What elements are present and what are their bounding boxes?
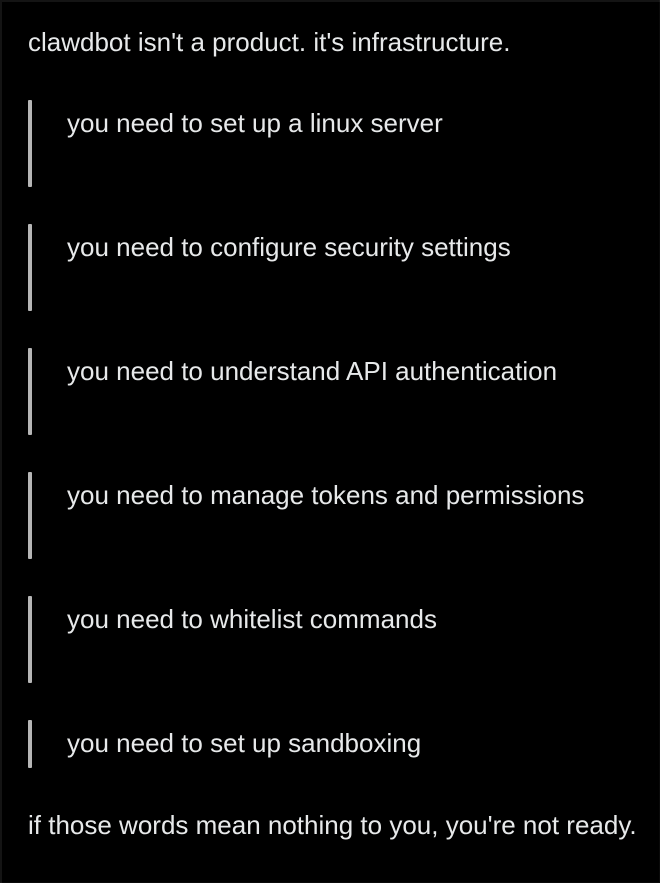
quote-bar — [28, 596, 32, 683]
blockquote: you need to whitelist commands — [28, 596, 640, 683]
quote-text: you need to set up sandboxing — [67, 728, 422, 758]
quote-bar — [28, 720, 32, 768]
quote-bar — [28, 348, 32, 435]
quote-bar — [28, 224, 32, 311]
blockquote: you need to set up sandboxing — [28, 720, 640, 768]
quote-bar — [28, 100, 32, 187]
quote-text: you need to set up a linux server — [67, 108, 443, 138]
quote-bar — [28, 472, 32, 559]
post-title: clawdbot isn't a product. it's infrastru… — [28, 27, 511, 57]
quote-text: you need to manage tokens and permission… — [67, 480, 585, 510]
blockquote: you need to set up a linux server — [28, 100, 640, 187]
quote-text: you need to whitelist commands — [67, 604, 437, 634]
blockquote: you need to configure security settings — [28, 224, 640, 311]
post-footer: if those words mean nothing to you, you'… — [28, 810, 637, 840]
quote-text: you need to understand API authenticatio… — [67, 356, 558, 386]
blockquote: you need to understand API authenticatio… — [28, 348, 640, 435]
quote-text: you need to configure security settings — [67, 232, 511, 262]
blockquote: you need to manage tokens and permission… — [28, 472, 640, 559]
